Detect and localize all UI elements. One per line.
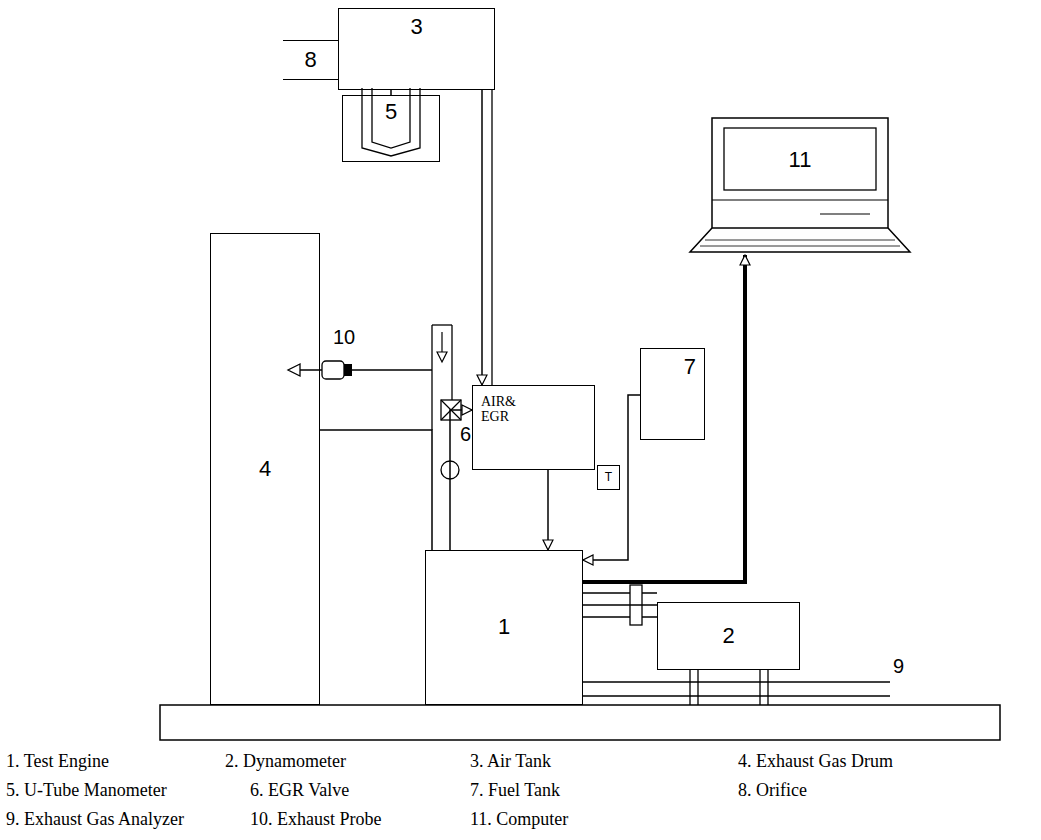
base-platform <box>160 705 1000 740</box>
probe-tip <box>344 364 352 376</box>
apparatus-box: 11 <box>700 118 900 255</box>
key-entry: 1. Test Engine <box>6 752 109 772</box>
keyboard-keys <box>700 240 900 246</box>
monitor-stand <box>712 199 888 200</box>
pipe-connector <box>320 430 432 550</box>
key-entry: 2. Dynamometer <box>225 752 346 772</box>
callout-number: 11 <box>789 148 812 172</box>
pipe-connector <box>547 470 549 550</box>
key-entry: 10. Exhaust Probe <box>250 810 381 830</box>
pipe-connector <box>583 395 640 560</box>
probe-line <box>352 369 432 370</box>
monitor <box>712 118 888 228</box>
key-entry: 4. Exhaust Gas Drum <box>738 752 893 772</box>
callout-number: 3 <box>410 15 422 39</box>
key-entry: 6. EGR Valve <box>250 781 349 801</box>
drive-slot <box>820 213 870 214</box>
u-tube <box>372 88 410 148</box>
callout-number: 4 <box>259 457 271 481</box>
pipe-connector <box>450 410 472 550</box>
key-entry: 9. Exhaust Gas Analyzer <box>6 810 184 830</box>
pipe-connector <box>583 604 657 606</box>
key-entry: 8. Orifice <box>738 781 807 801</box>
callout-number: 1 <box>498 615 510 639</box>
monitor-screen <box>724 128 876 190</box>
apparatus-box: 5 <box>342 95 440 162</box>
pipe-connector <box>481 90 483 385</box>
apparatus-box: AIR& EGR <box>472 385 595 470</box>
shaft <box>583 592 657 593</box>
callout-number: 9 <box>893 655 904 677</box>
apparatus-box: T <box>597 465 620 490</box>
key-entry: 5. U-Tube Manometer <box>6 781 167 801</box>
keyboard <box>690 228 910 252</box>
exhaust-pipe <box>432 324 452 325</box>
flow-arrow <box>437 332 447 362</box>
apparatus-box: 8 <box>283 40 338 80</box>
callout-number: 6 <box>460 423 471 445</box>
pipe-connector <box>583 255 745 582</box>
callout-number: 8 <box>304 48 316 72</box>
apparatus-box: 7 <box>640 348 705 440</box>
shaft <box>583 616 657 617</box>
callout-number: 7 <box>684 355 696 379</box>
callout-number: T <box>605 471 612 484</box>
analyzer-line <box>583 695 890 696</box>
apparatus-box: 3 <box>338 8 495 90</box>
dyno-legs <box>690 670 768 705</box>
apparatus-box: 1 <box>425 550 583 705</box>
callout-number: 5 <box>385 100 397 124</box>
callout-number: AIR& EGR <box>481 394 526 425</box>
apparatus-box: 2 <box>657 602 800 670</box>
key-entry: 7. Fuel Tank <box>470 781 560 801</box>
u-tube <box>362 88 420 156</box>
exhaust-pipe <box>451 325 452 400</box>
flow-arrow <box>288 364 322 376</box>
key-entry: 11. Computer <box>470 810 568 830</box>
exhaust-probe <box>322 361 344 379</box>
exhaust-pipe <box>431 325 432 430</box>
callout-number: 2 <box>722 624 734 648</box>
analyzer-line <box>583 681 890 682</box>
key-entry: 3. Air Tank <box>470 752 551 772</box>
callout-number: 10 <box>333 326 355 348</box>
air-pipe-wall <box>491 90 492 385</box>
apparatus-box: 4 <box>210 233 320 705</box>
